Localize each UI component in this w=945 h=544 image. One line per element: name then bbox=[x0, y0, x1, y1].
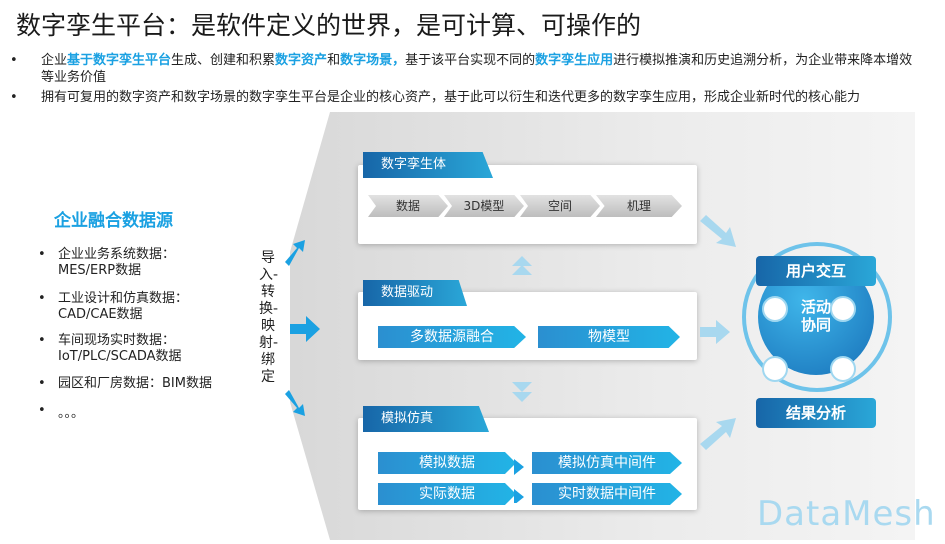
import-transform-label: 导入-转换-映射-绑定 bbox=[259, 250, 279, 385]
double-up-arrow-icon bbox=[512, 256, 532, 275]
object-model-box: 物模型 bbox=[538, 326, 680, 348]
tab-data-driven: 数据驱动 bbox=[363, 280, 467, 306]
simulation-middleware-box: 模拟仿真中间件 bbox=[532, 452, 682, 474]
source-item-line2: MES/ERP数据 bbox=[58, 263, 142, 278]
bullet-2-text: 拥有可复用的数字资产和数字场景的数字孪生平台是企业的核心资产，基于此可以衍生和迭… bbox=[41, 90, 861, 105]
activity-circle-ring bbox=[742, 242, 892, 392]
double-down-arrow-icon bbox=[512, 382, 532, 402]
simulated-data-box: 模拟数据 bbox=[378, 452, 516, 474]
chevron-data: 数据 bbox=[368, 195, 448, 217]
source-item-line1: 车间现场实时数据： bbox=[58, 333, 176, 348]
bullet-dot: • bbox=[10, 53, 18, 68]
arrow-to-circle-top-icon bbox=[700, 215, 736, 247]
vr-headset-icon bbox=[830, 356, 856, 382]
chevron-space: 空间 bbox=[520, 195, 600, 217]
page-title: 数字孪生平台：是软件定义的世界，是可计算、可操作的 bbox=[16, 11, 642, 40]
phone-icon bbox=[762, 296, 788, 322]
arrow-down-right-icon bbox=[285, 390, 305, 416]
tab-simulation: 模拟仿真 bbox=[363, 406, 489, 432]
source-item-line1: 工业设计和仿真数据： bbox=[58, 291, 189, 306]
result-analysis-label: 结果分析 bbox=[756, 398, 876, 428]
realtime-middleware-box: 实时数据中间件 bbox=[532, 483, 682, 505]
source-item-line1: 园区和厂房数据：BIM数据 bbox=[58, 376, 212, 391]
tab-digital-twin: 数字孪生体 bbox=[363, 152, 493, 178]
multi-source-fusion-box: 多数据源融合 bbox=[378, 326, 526, 348]
monitor-icon bbox=[830, 296, 856, 322]
source-item-line2: IoT/PLC/SCADA数据 bbox=[58, 349, 182, 364]
source-item-line1: 。。。 bbox=[58, 406, 85, 421]
arrow-to-circle-mid-icon bbox=[700, 320, 730, 344]
tablet-icon bbox=[762, 356, 788, 382]
arrow-right-icon bbox=[290, 316, 320, 342]
arrow-up-right-icon bbox=[285, 240, 305, 266]
chevron-mechanism: 机理 bbox=[596, 195, 682, 217]
source-item-line1: 企业业务系统数据： bbox=[58, 247, 176, 262]
connector-arrows-icon bbox=[514, 459, 524, 503]
bullet-1-text: 企业基于数字孪生平台生成、创建和积累数字资产和数字场景，基于该平台实现不同的数字… bbox=[41, 53, 913, 85]
chevron-3d-model: 3D模型 bbox=[444, 195, 524, 217]
datamesh-logo: DataMesh bbox=[757, 494, 936, 534]
arrow-to-circle-bottom-icon bbox=[700, 418, 736, 450]
source-item-line2: CAD/CAE数据 bbox=[58, 307, 143, 322]
actual-data-box: 实际数据 bbox=[378, 483, 516, 505]
user-interaction-label: 用户交互 bbox=[756, 256, 876, 286]
bullet-dot: • bbox=[10, 90, 18, 105]
activity-collaboration-text: 活动 协同 bbox=[800, 298, 831, 334]
data-source-title: 企业融合数据源 bbox=[54, 211, 173, 231]
